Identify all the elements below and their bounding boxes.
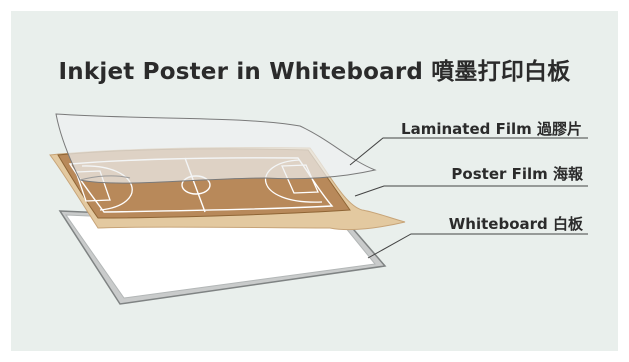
- laminated-film-label: Laminated Film 過膠片: [401, 120, 582, 138]
- poster-film-label: Poster Film 海報: [451, 165, 583, 183]
- leader-laminated: [349, 137, 588, 166]
- leader-lines: [349, 137, 588, 259]
- leader-poster: [354, 185, 588, 197]
- laminate-curl-edge: [79, 175, 131, 181]
- leader-whiteboard: [367, 233, 588, 259]
- whiteboard-label: Whiteboard 白板: [448, 215, 583, 233]
- laminated-film: [55, 113, 377, 184]
- diagram-title: Inkjet Poster in Whiteboard 噴墨打印白板: [58, 59, 571, 85]
- whiteboard: [58, 210, 387, 305]
